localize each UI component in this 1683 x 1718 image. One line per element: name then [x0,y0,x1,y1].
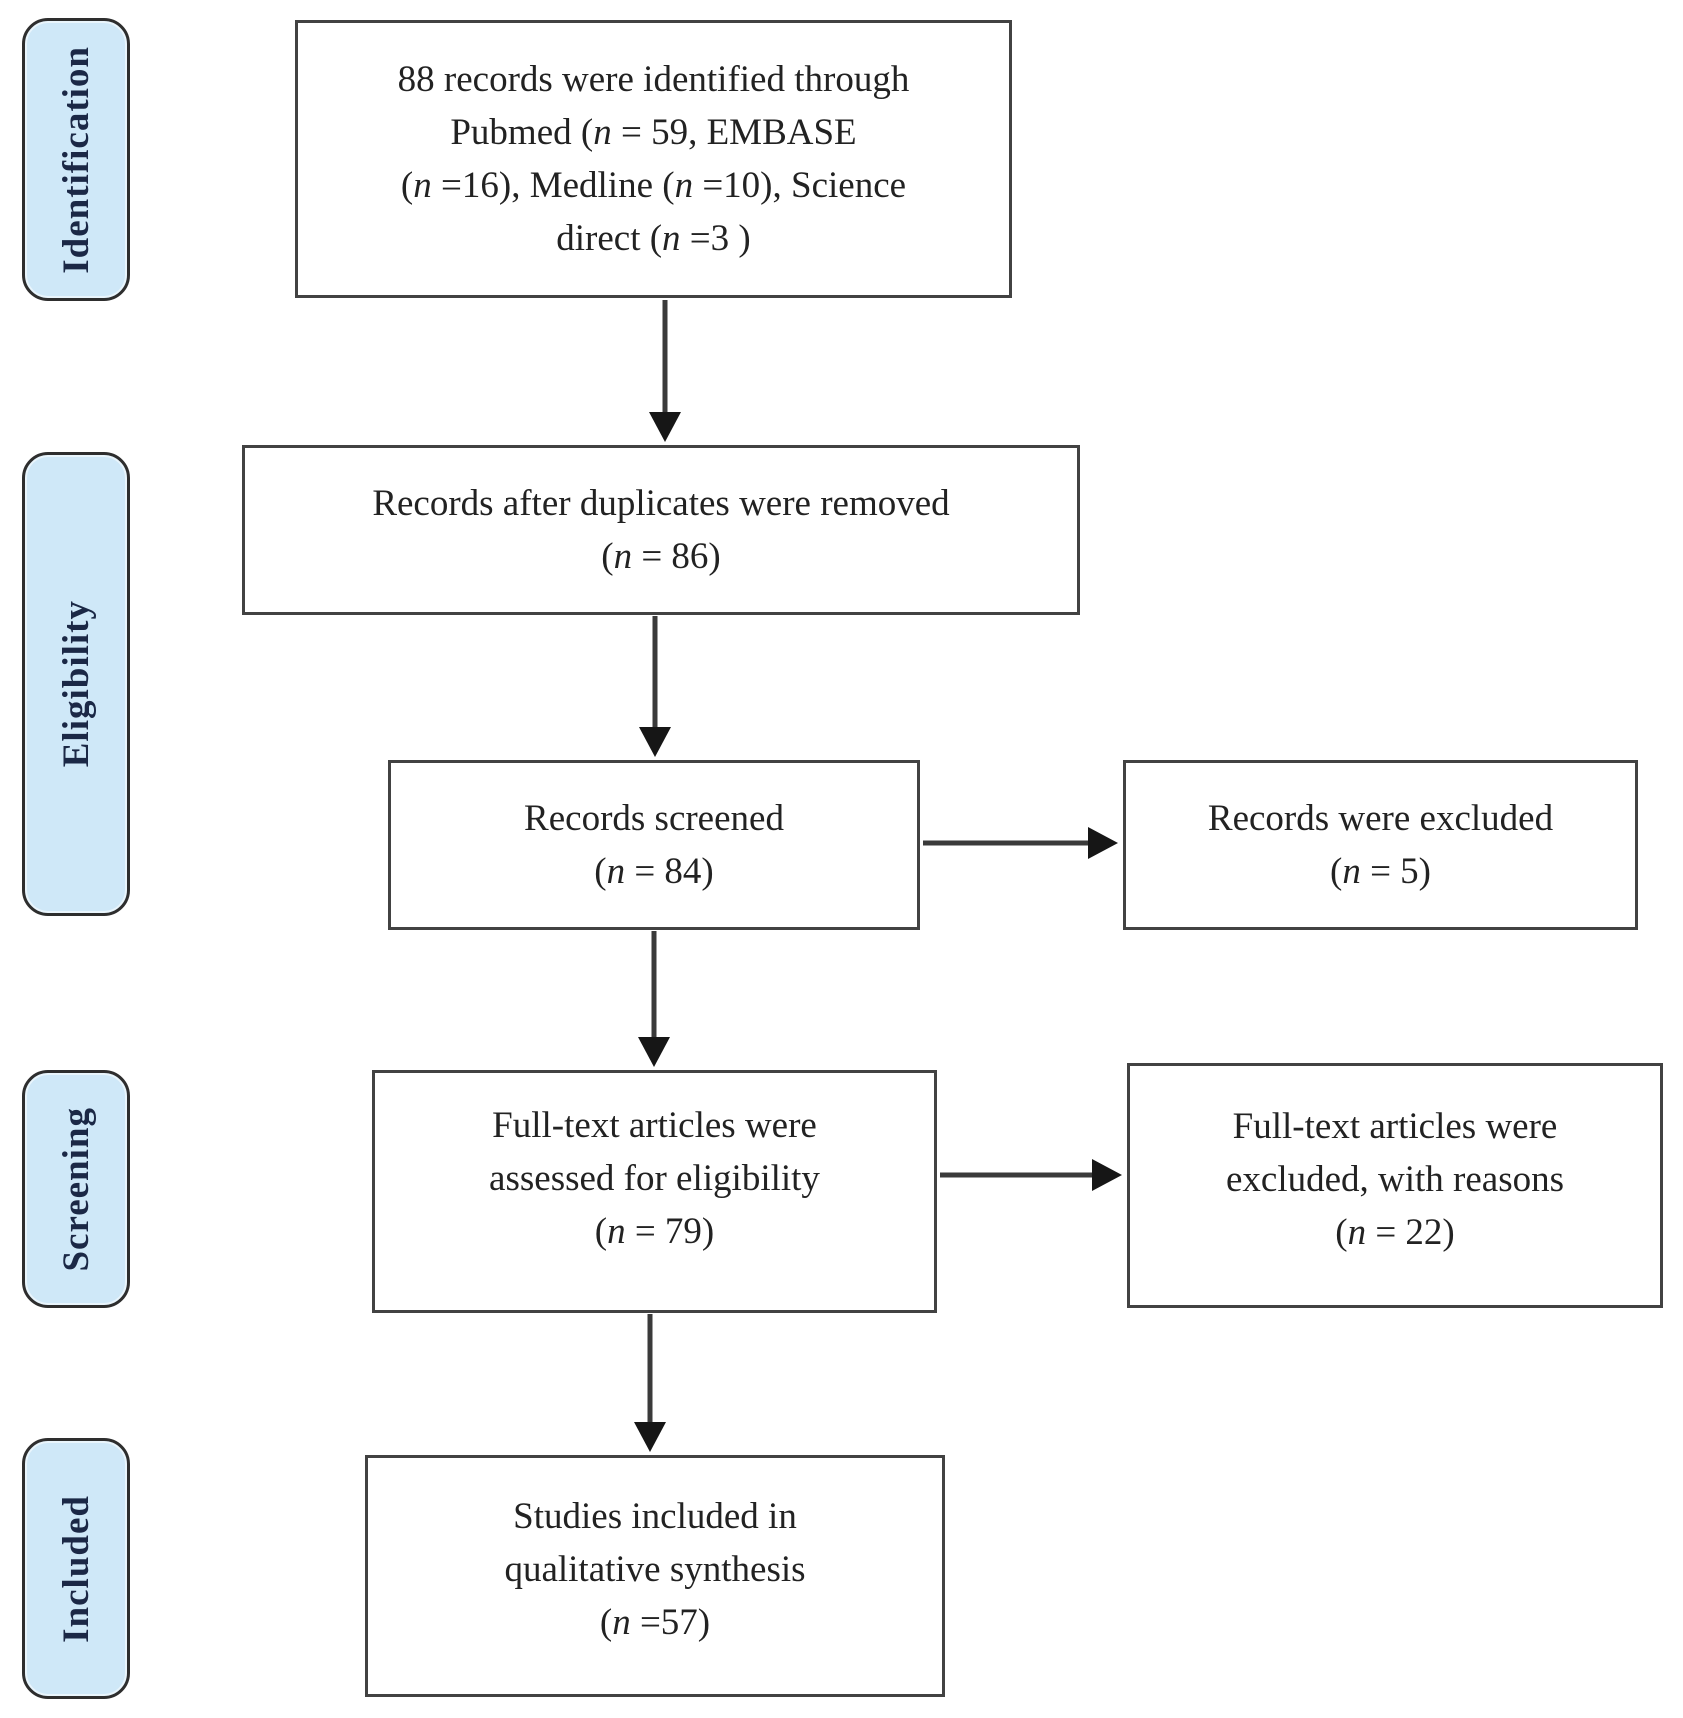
node-duplicates-removed: Records after duplicates were removed(n … [242,445,1080,615]
stage-screening-label: Screening [55,1106,97,1272]
stage-identification: Identification [22,18,130,301]
node-records-excluded-text: Records were excluded(n = 5) [1207,798,1554,892]
node-duplicates-removed-text: Records after duplicates were removed(n … [372,483,950,577]
node-records-excluded: Records were excluded(n = 5) [1123,760,1638,930]
arrow-screened-to-fulltext [638,931,670,1067]
stage-screening: Screening [22,1070,130,1308]
stage-included: Included [22,1438,130,1699]
stage-eligibility-label: Eligibility [55,600,97,768]
arrow-screened-to-excluded [923,827,1118,859]
stage-identification-label: Identification [55,45,97,274]
arrow-fulltext-to-excluded [940,1159,1122,1191]
node-records-screened: Records screened(n = 84) [388,760,920,930]
stage-eligibility: Eligibility [22,452,130,916]
arrow-identified-to-deduplicated [649,300,681,442]
arrow-deduplicated-to-screened [639,616,671,757]
node-records-screened-text: Records screened(n = 84) [524,798,784,892]
arrow-fulltext-to-included [634,1314,666,1452]
stage-included-label: Included [55,1494,97,1643]
